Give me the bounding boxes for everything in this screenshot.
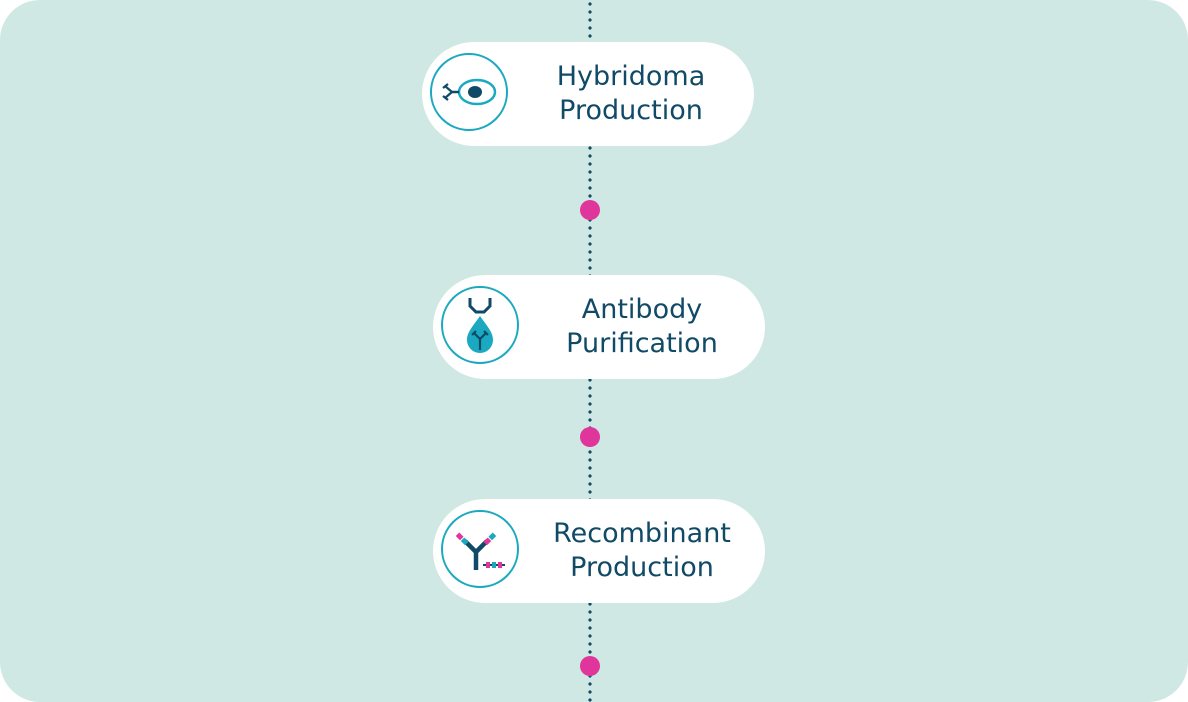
step-title-line2: Purification xyxy=(566,328,718,359)
step-label: Recombinant Production xyxy=(529,499,755,603)
hybridoma-cell-icon xyxy=(430,53,508,131)
step-hybridoma-production: Hybridoma Production xyxy=(422,42,754,146)
step-recombinant-production: Recombinant Production xyxy=(433,499,765,603)
step-antibody-purification: Antibody Purification xyxy=(433,275,765,379)
timeline-dot xyxy=(580,200,600,220)
step-title-line2: Production xyxy=(570,552,714,583)
step-title-line1: Antibody xyxy=(581,294,703,325)
step-title-line1: Recombinant xyxy=(553,518,731,549)
step-title-line2: Production xyxy=(559,95,703,126)
recombinant-antibody-icon xyxy=(441,510,519,588)
step-label: Antibody Purification xyxy=(529,275,755,379)
step-title-line1: Hybridoma xyxy=(556,61,706,92)
purification-drop-icon xyxy=(441,286,519,364)
timeline-dot xyxy=(580,427,600,447)
timeline-dot xyxy=(580,656,600,676)
step-label: Hybridoma Production xyxy=(518,42,744,146)
